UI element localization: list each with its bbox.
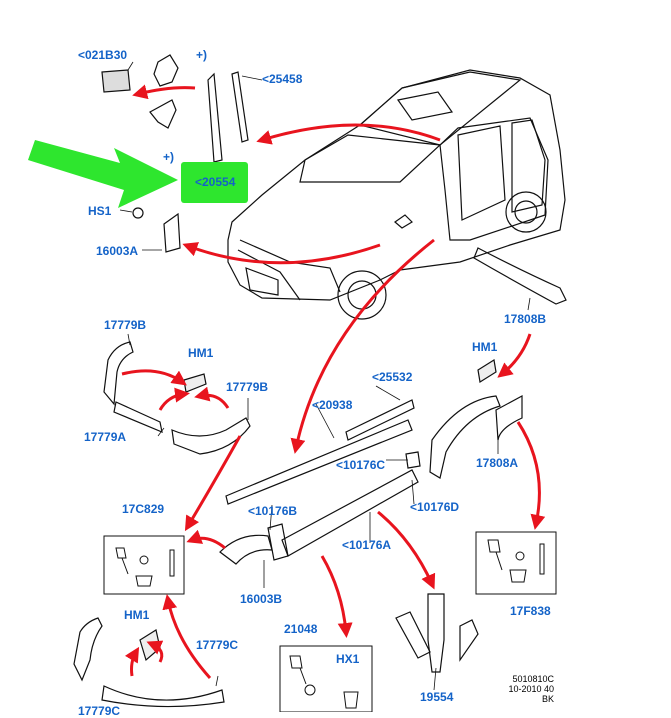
drawing-reference: 5010810C 10-2010 40 BK [500, 674, 554, 704]
part-label-17779A[interactable]: 17779A [84, 430, 127, 444]
part-label-21048[interactable]: 21048 [284, 622, 318, 636]
part-label-17C829[interactable]: 17C829 [122, 502, 165, 516]
part-label-17808A[interactable]: 17808A [476, 456, 519, 470]
part-label-HM1-c[interactable]: HM1 [124, 608, 150, 622]
part-label-25458[interactable]: <25458 [262, 72, 303, 86]
fastener-box-21048 [279, 645, 373, 712]
part-label-17779C-b[interactable]: 17779C [78, 704, 121, 718]
part-label-20938[interactable]: <20938 [312, 398, 353, 412]
green-pointer-arrow [28, 140, 178, 208]
part-label-HM1-a[interactable]: HM1 [188, 346, 214, 360]
part-label-17808B[interactable]: 17808B [504, 312, 547, 326]
fastener-box-17F838 [475, 531, 557, 595]
part-label-17F838[interactable]: 17F838 [510, 604, 551, 618]
part-label-17779C-a[interactable]: 17779C [196, 638, 239, 652]
part-label-16003B[interactable]: 16003B [240, 592, 283, 606]
plus-marker-b: +) [163, 150, 175, 164]
part-label-19554[interactable]: 19554 [420, 690, 454, 704]
reference-line-2: 10-2010 40 [508, 684, 554, 694]
part-label-25532[interactable]: <25532 [372, 370, 413, 384]
part-label-20554[interactable]: <20554 [195, 175, 236, 189]
fastener-box-17C829 [103, 535, 185, 595]
reference-line-3: BK [541, 694, 554, 704]
red-arrows [121, 84, 546, 679]
part-label-17779B-b[interactable]: 17779B [226, 380, 269, 394]
reference-line-1: 5010810C [512, 674, 554, 684]
part-label-HS1[interactable]: HS1 [88, 204, 112, 218]
leader-lines [119, 61, 531, 691]
part-label-16003A[interactable]: 16003A [96, 244, 139, 258]
plus-marker-a: +) [196, 48, 208, 62]
part-label-10176D[interactable]: <10176D [410, 500, 460, 514]
part-label-17779B-a[interactable]: 17779B [104, 318, 147, 332]
part-label-10176C[interactable]: <10176C [336, 458, 386, 472]
part-label-021B30[interactable]: <021B30 [78, 48, 128, 62]
part-label-10176B[interactable]: <10176B [248, 504, 298, 518]
part-label-HX1[interactable]: HX1 [336, 652, 360, 666]
part-label-10176A[interactable]: <10176A [342, 538, 392, 552]
part-label-HM1-b[interactable]: HM1 [472, 340, 498, 354]
highlight-box: <20554 [181, 162, 248, 203]
part-drawings [73, 54, 567, 708]
